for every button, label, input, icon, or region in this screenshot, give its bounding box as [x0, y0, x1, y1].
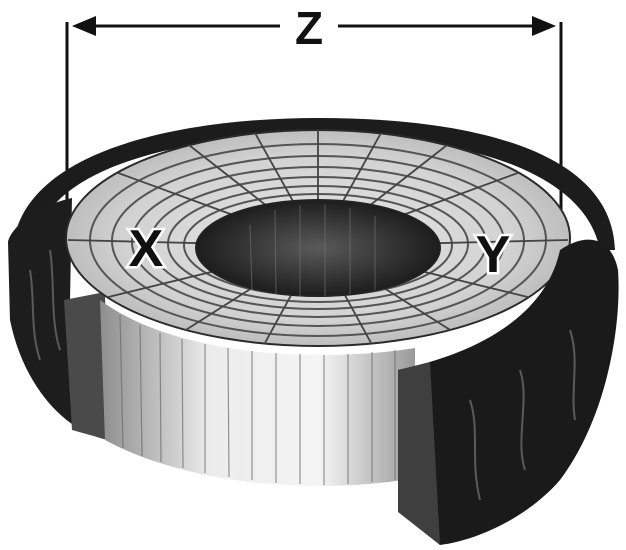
label-y: Y [476, 226, 511, 284]
dimension-arrowhead-right [532, 16, 556, 36]
central-hole [196, 200, 440, 296]
label-z: Z [295, 2, 323, 54]
label-x: X [129, 220, 164, 278]
dimension-arrowhead-left [72, 16, 96, 36]
